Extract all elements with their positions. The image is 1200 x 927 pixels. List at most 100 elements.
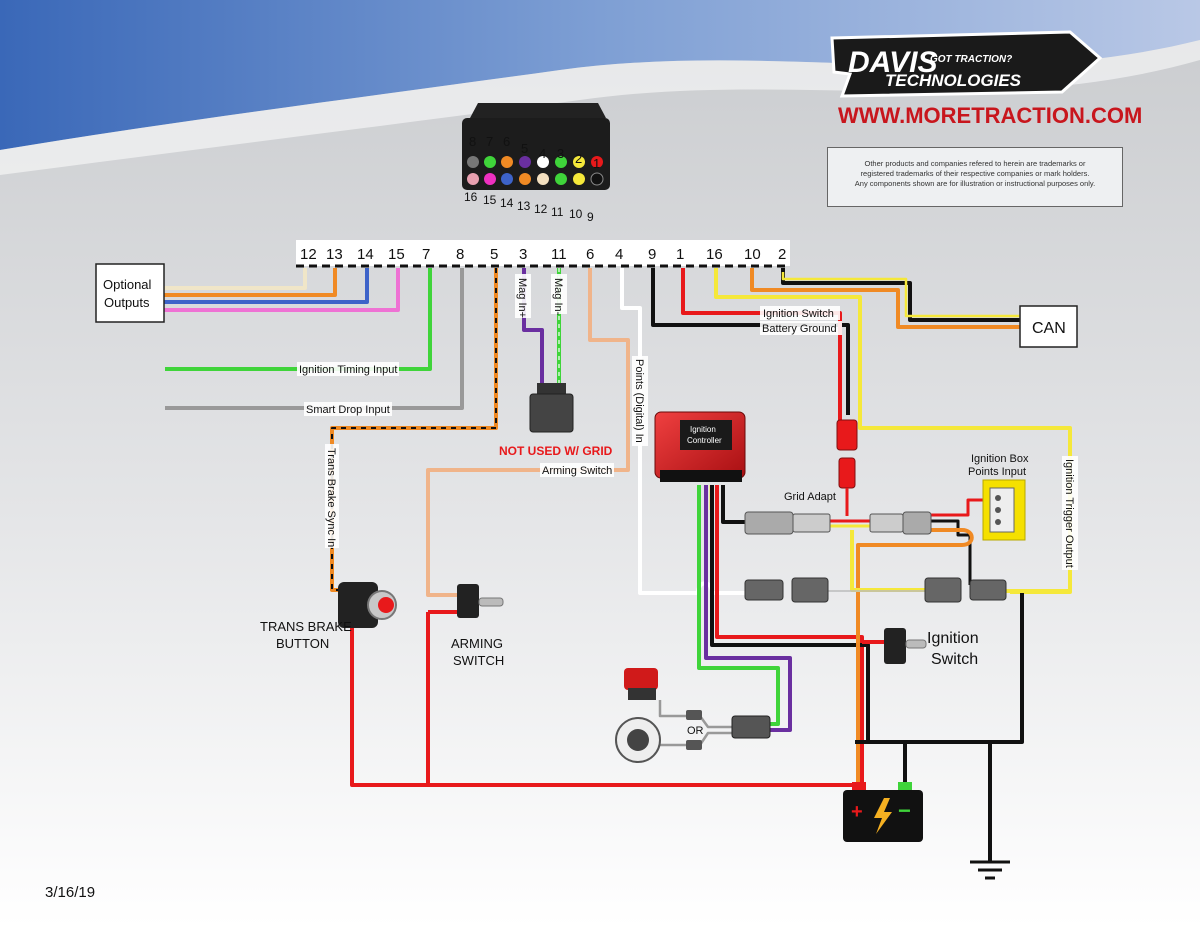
battery-minus: − [898,798,911,823]
disclaimer-line2: registered trademarks of their respectiv… [860,169,1090,178]
svg-text:1: 1 [676,246,684,263]
ignition-box-label-line1: Ignition Box [971,453,1029,465]
arming-label-line1: ARMING [451,636,503,651]
svg-text:11: 11 [551,246,567,263]
ignition-switch-label-line2: Switch [931,651,978,668]
disclaimer-line3: Any components shown are for illustratio… [854,179,1096,188]
ignition-trigger-output-label: Ignition Trigger Output [1063,459,1075,568]
svg-text:6: 6 [503,134,510,149]
wire-points-orange [856,528,974,785]
wire-controller-black [710,485,1024,744]
disclaimer-line1: Other products and companies refered to … [864,159,1086,168]
wire-pin6 [426,268,630,597]
ignition-controller: Ignition Controller [654,411,746,482]
revision-date: 3/16/19 [45,884,96,901]
ignition-switch-label-line1: Ignition [927,630,979,647]
wire-controller-ground [721,485,745,524]
logo-text: DAVIS [848,46,937,79]
svg-text:1: 1 [593,156,600,171]
arming-switch-wire-label: Arming Switch [542,465,612,477]
controller-label-line1: Ignition [690,425,716,434]
svg-text:5: 5 [521,141,528,156]
battery: + − [843,782,923,842]
sensor-connectors [686,710,771,750]
wire-pin8 [165,268,464,410]
distributor-sensor [624,668,658,700]
svg-text:3: 3 [519,246,527,263]
svg-text:2: 2 [778,246,786,263]
connector-bottom-pin-numbers: 16 15 14 13 12 11 10 9 [464,190,594,224]
svg-text:2: 2 [575,151,582,166]
trans-brake-sync-label: Trans Brake Sync In [325,448,337,547]
trans-brake-label-line1: TRANS BRAKE [260,619,352,634]
grid-adapt-label: Grid Adapt [784,491,836,503]
battery-ground-label: Battery Ground [762,323,837,335]
svg-text:16: 16 [464,190,478,204]
arming-label-line2: SWITCH [453,653,504,668]
svg-text:7: 7 [486,134,493,149]
svg-text:11: 11 [551,205,564,219]
arming-switch [457,584,504,618]
connector-top-pin-numbers: 8 7 6 5 4 3 2 1 [469,134,600,171]
wire-controller-green [697,485,780,726]
svg-text:15: 15 [483,193,497,207]
trans-brake-button [338,582,397,628]
points-digital-label: Points (Digital) In [633,359,645,443]
ignition-switch-wire-label: Ignition Switch [763,308,834,320]
wire-pin14 [162,268,369,304]
wire-pin15 [162,268,400,312]
can-label: CAN [1032,320,1066,337]
lightning-icon [874,798,892,834]
wires [162,268,1072,862]
wire-pin13 [162,268,337,297]
davis-logo: DAVIS GOT TRACTION? TECHNOLOGIES [830,30,1103,98]
wire-transbrake-red [350,625,860,787]
website-url: WWW.MORETRACTION.COM [838,103,1142,128]
crank-trigger-sensor [615,717,661,763]
svg-text:12: 12 [300,246,317,263]
svg-text:4: 4 [539,146,546,161]
wire-pin12 [162,268,307,290]
wire-labels: Ignition Timing Input Smart Drop Input T… [260,274,1078,737]
wire-points-black [930,519,972,585]
optional-outputs-box [95,263,165,323]
wire-pin7 [165,268,432,371]
smart-drop-input-label: Smart Drop Input [306,404,390,416]
logo-tagline: GOT TRACTION? [930,54,1012,65]
wire-points-red [930,498,990,517]
optional-outputs-line2: Outputs [104,295,150,310]
ignition-box-label-line2: Points Input [968,466,1026,478]
ignition-switch [884,628,927,664]
wire-controller-red [715,485,864,790]
svg-text:12: 12 [534,202,548,216]
svg-text:4: 4 [615,246,623,263]
ground-symbol-icon [970,860,1010,880]
optional-outputs-line1: Optional [103,277,152,292]
svg-text:10: 10 [569,207,583,221]
connector-16-pin: 8 7 6 5 4 3 2 1 16 15 14 13 12 11 10 9 [462,103,610,224]
svg-text:15: 15 [388,246,405,263]
svg-text:14: 14 [500,196,514,210]
disclaimer-box: Other products and companies refered to … [827,147,1123,207]
trans-brake-label-line2: BUTTON [276,636,329,651]
svg-text:8: 8 [456,246,464,263]
points-input-terminal [982,479,1026,541]
mag-in-minus-label: Mag In- [552,278,564,316]
svg-text:5: 5 [490,246,498,263]
not-used-label: NOT USED W/ GRID [499,444,613,458]
logo-subtext: TECHNOLOGIES [885,71,1022,90]
ignition-timing-input-label: Ignition Timing Input [299,364,397,376]
svg-text:9: 9 [587,210,594,224]
grid-adapt-connectors [744,511,932,535]
can-box [1019,305,1078,348]
harness-pin-numbers: 12 13 14 15 7 8 5 3 11 6 4 9 1 16 10 2 [300,246,786,263]
svg-text:8: 8 [469,134,476,149]
mag-in-plus-label: Mag In+ [516,278,528,318]
svg-text:13: 13 [517,199,531,213]
wire-pin9 [651,268,850,415]
or-label: OR [687,725,704,737]
battery-plus: + [851,801,863,823]
svg-text:6: 6 [586,246,594,263]
svg-text:13: 13 [326,246,343,263]
